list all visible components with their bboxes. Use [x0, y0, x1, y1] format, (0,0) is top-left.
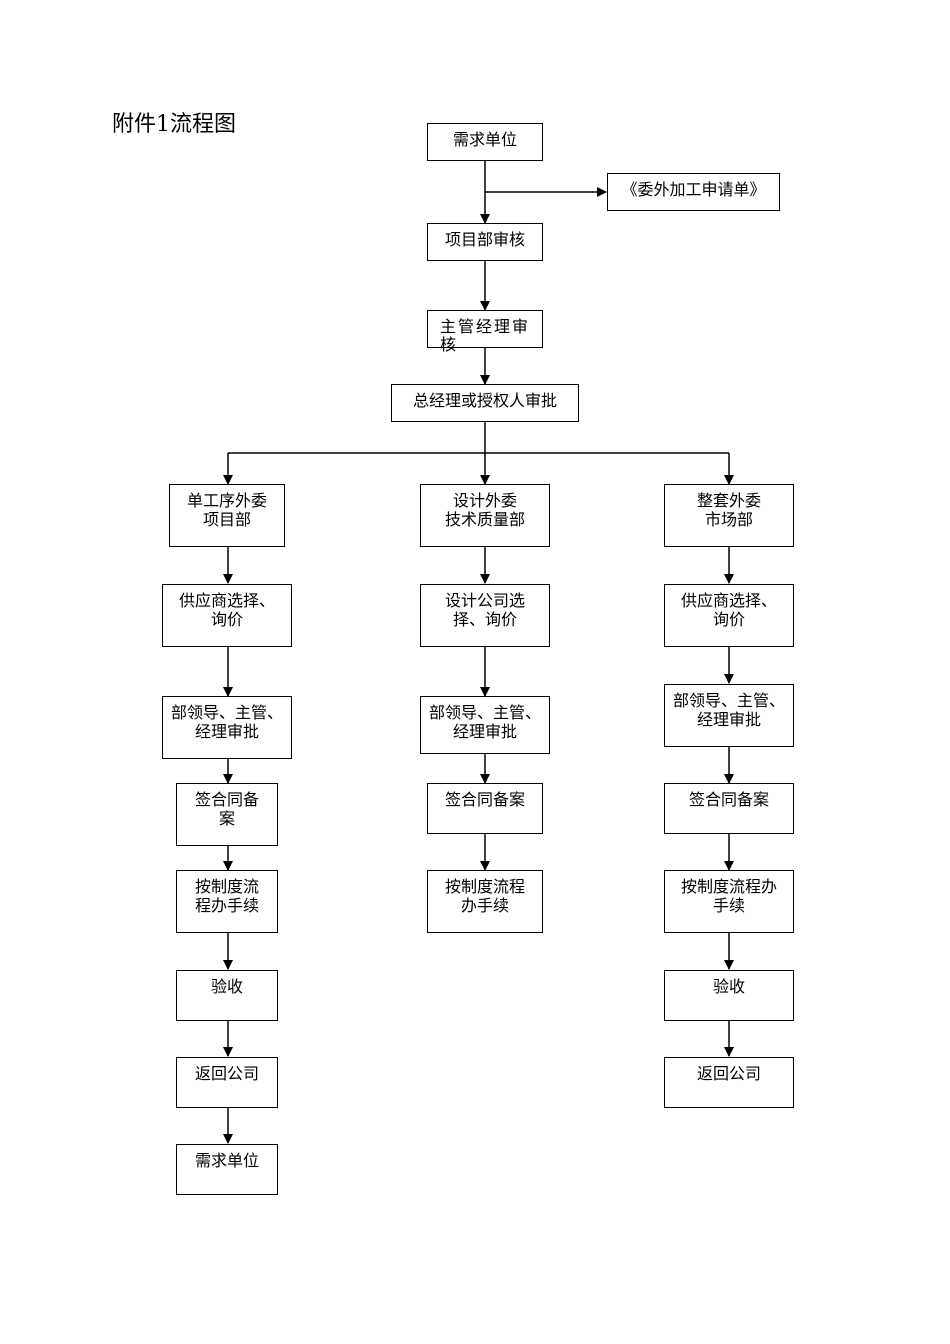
node-single-process: 单工序外委 项目部: [169, 484, 285, 547]
node-complete-set: 整套外委 市场部: [664, 484, 794, 547]
node-project-dept-review: 项目部审核: [427, 223, 543, 261]
node-outsourcing-form: 《委外加工申请单》: [607, 173, 780, 211]
node-demand-unit-bottom: 需求单位: [176, 1144, 278, 1195]
node-supplier-select-right: 供应商选择、 询价: [664, 584, 794, 647]
node-acceptance-left: 验收: [176, 970, 278, 1021]
node-dept-approval-right: 部领导、主管、 经理审批: [664, 684, 794, 747]
node-sign-contract-left: 签合同备 案: [176, 783, 278, 846]
node-sign-contract-right: 签合同备案: [664, 783, 794, 834]
node-supplier-select-left: 供应商选择、 询价: [162, 584, 292, 647]
node-acceptance-right: 验收: [664, 970, 794, 1021]
node-design-company-select: 设计公司选 择、询价: [420, 584, 550, 647]
node-demand-unit-top: 需求单位: [427, 123, 543, 161]
node-manager-review: 主管经理审 核: [427, 310, 543, 354]
node-procedure-right: 按制度流程办 手续: [664, 870, 794, 933]
node-dept-approval-left: 部领导、主管、 经理审批: [162, 696, 292, 759]
node-procedure-left: 按制度流 程办手续: [176, 870, 278, 933]
node-sign-contract-mid: 签合同备案: [427, 783, 543, 834]
node-return-left: 返回公司: [176, 1057, 278, 1108]
page-title: 附件1流程图: [112, 112, 236, 137]
node-gm-approval: 总经理或授权人审批: [391, 384, 579, 422]
node-return-right: 返回公司: [664, 1057, 794, 1108]
node-dept-approval-mid: 部领导、主管、 经理审批: [420, 696, 550, 754]
node-design-outsource: 设计外委 技术质量部: [420, 484, 550, 547]
node-procedure-mid: 按制度流程 办手续: [427, 870, 543, 933]
